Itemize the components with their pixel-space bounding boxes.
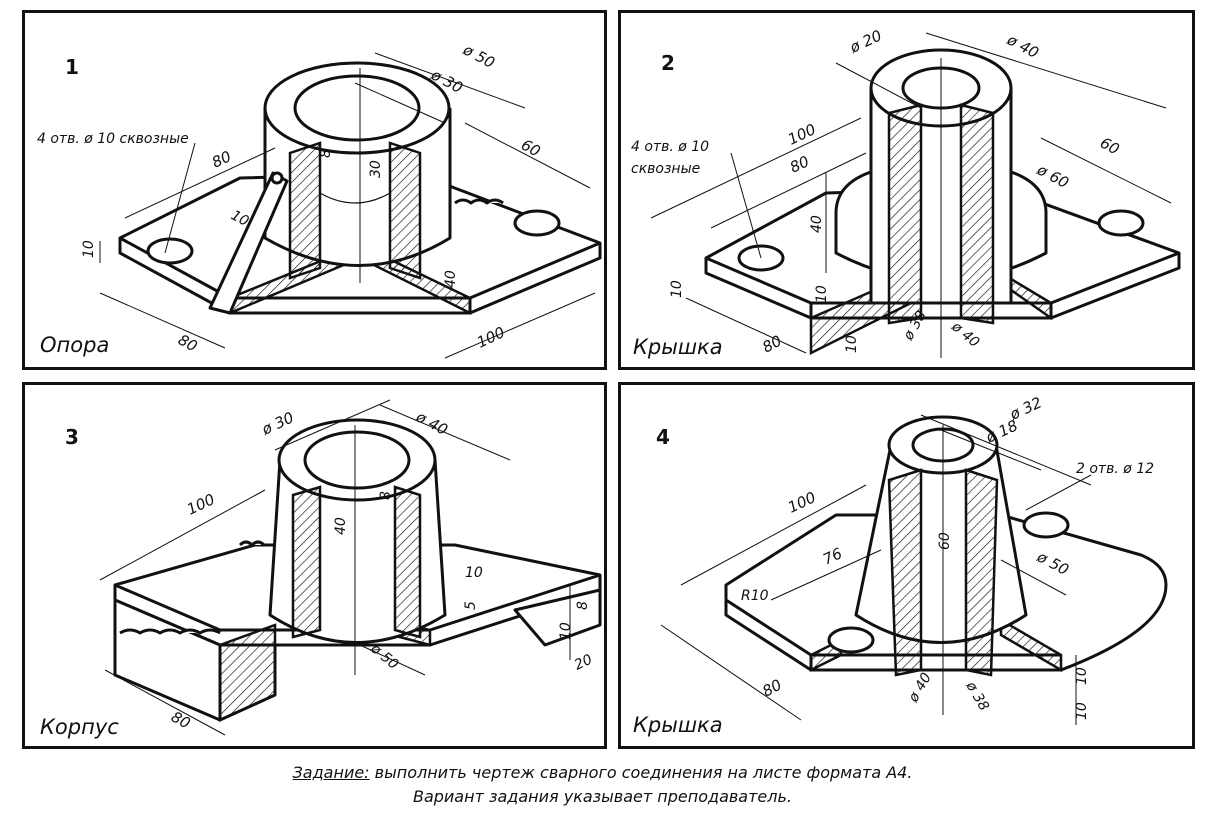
panel-number: 2 — [661, 51, 675, 75]
dim-d18: ø 18 — [982, 416, 1020, 447]
dim-l80: 80 — [209, 147, 234, 171]
panel-number: 1 — [65, 55, 79, 79]
dim-h10b: 10 — [814, 285, 830, 303]
part-name: Крышка — [633, 335, 723, 359]
dim-t5: 5 — [463, 601, 479, 610]
panel-3: ø 30 ø 40 100 8 40 10 5 8 10 20 ø 50 80 … — [22, 382, 607, 749]
task-line: Задание: выполнить чертеж сварного соеди… — [0, 763, 1205, 782]
dim-l60: 60 — [1097, 134, 1122, 159]
dim-h10c: 10 — [844, 335, 860, 353]
drawing-3-housing: ø 30 ø 40 100 8 40 10 5 8 10 20 ø 50 80 — [99, 399, 602, 736]
holes-label-2: сквозные — [631, 161, 700, 177]
dim-h60: 60 — [937, 532, 953, 550]
dim-l100: 100 — [785, 488, 819, 516]
panel-2: 4 отв. ø 10 сквозные ø 20 ø 40 100 80 60… — [618, 10, 1195, 370]
dim-t10: 10 — [465, 565, 483, 581]
drawing-2-cover: 4 отв. ø 10 сквозные ø 20 ø 40 100 80 60… — [631, 26, 1181, 358]
dim-d40: ø 40 — [1003, 30, 1042, 62]
panel-number: 4 — [656, 425, 670, 449]
dim-w80: 80 — [759, 332, 784, 357]
dim-h40: 40 — [809, 215, 825, 233]
dim-h10b: 10 — [1074, 702, 1090, 720]
part-name: Крышка — [633, 713, 723, 737]
task-text: выполнить чертеж сварного соединения на … — [369, 763, 913, 782]
dim-h30: 30 — [368, 160, 384, 178]
dim-l100: 100 — [785, 120, 819, 148]
dim-h40: 40 — [443, 270, 459, 288]
part-name: Опора — [40, 333, 110, 357]
dim-r10: R10 — [741, 588, 769, 604]
dim-l100: 100 — [184, 490, 218, 518]
dim-h10a: 10 — [669, 280, 685, 298]
dim-w80: 80 — [175, 331, 200, 356]
dim-h8: 8 — [378, 491, 394, 500]
dim-d40b: ø 40 — [948, 318, 983, 351]
dim-h40: 40 — [333, 517, 349, 535]
panel-number: 3 — [65, 425, 79, 449]
dim-d20: ø 20 — [846, 26, 884, 57]
dim-s20: 20 — [572, 652, 595, 674]
holes-label: 4 отв. ø 10 сквозные — [37, 131, 189, 147]
dim-h10a: 10 — [1074, 667, 1090, 685]
dim-d38: ø 38 — [962, 678, 992, 714]
dim-l60: 60 — [518, 136, 543, 161]
dim-w80: 80 — [759, 676, 784, 701]
holes-label-1: 4 отв. ø 10 — [631, 139, 709, 155]
drawing-1-support: 4 отв. ø 10 сквозные ø 50 ø 30 80 60 10 … — [37, 40, 602, 359]
task-label: Задание: — [292, 763, 370, 782]
dim-rib10: 10 — [228, 207, 251, 230]
dim-d30: ø 30 — [258, 408, 296, 439]
panel-1: 4 отв. ø 10 сквозные ø 50 ø 30 80 60 10 … — [22, 10, 607, 370]
dim-l80: 80 — [787, 152, 812, 176]
dim-w80: 80 — [168, 708, 193, 733]
part-name: Корпус — [40, 715, 119, 739]
dim-d60: ø 60 — [1033, 160, 1072, 192]
dim-w100: 100 — [474, 323, 508, 351]
dim-s8: 8 — [575, 601, 591, 610]
drawing-4-cover: ø 32 ø 18 2 отв. ø 12 100 R10 76 60 ø 50… — [660, 393, 1168, 725]
panel-4: ø 32 ø 18 2 отв. ø 12 100 R10 76 60 ø 50… — [618, 382, 1195, 749]
holes-label: 2 отв. ø 12 — [1076, 461, 1154, 477]
dim-plate10: 10 — [81, 240, 97, 258]
dim-s10: 10 — [558, 622, 574, 640]
variant-line: Вариант задания указывает преподаватель. — [412, 787, 793, 806]
dim-d50: ø 50 — [459, 40, 498, 72]
dim-h8: 8 — [318, 149, 334, 158]
dim-d40: ø 40 — [905, 670, 935, 706]
